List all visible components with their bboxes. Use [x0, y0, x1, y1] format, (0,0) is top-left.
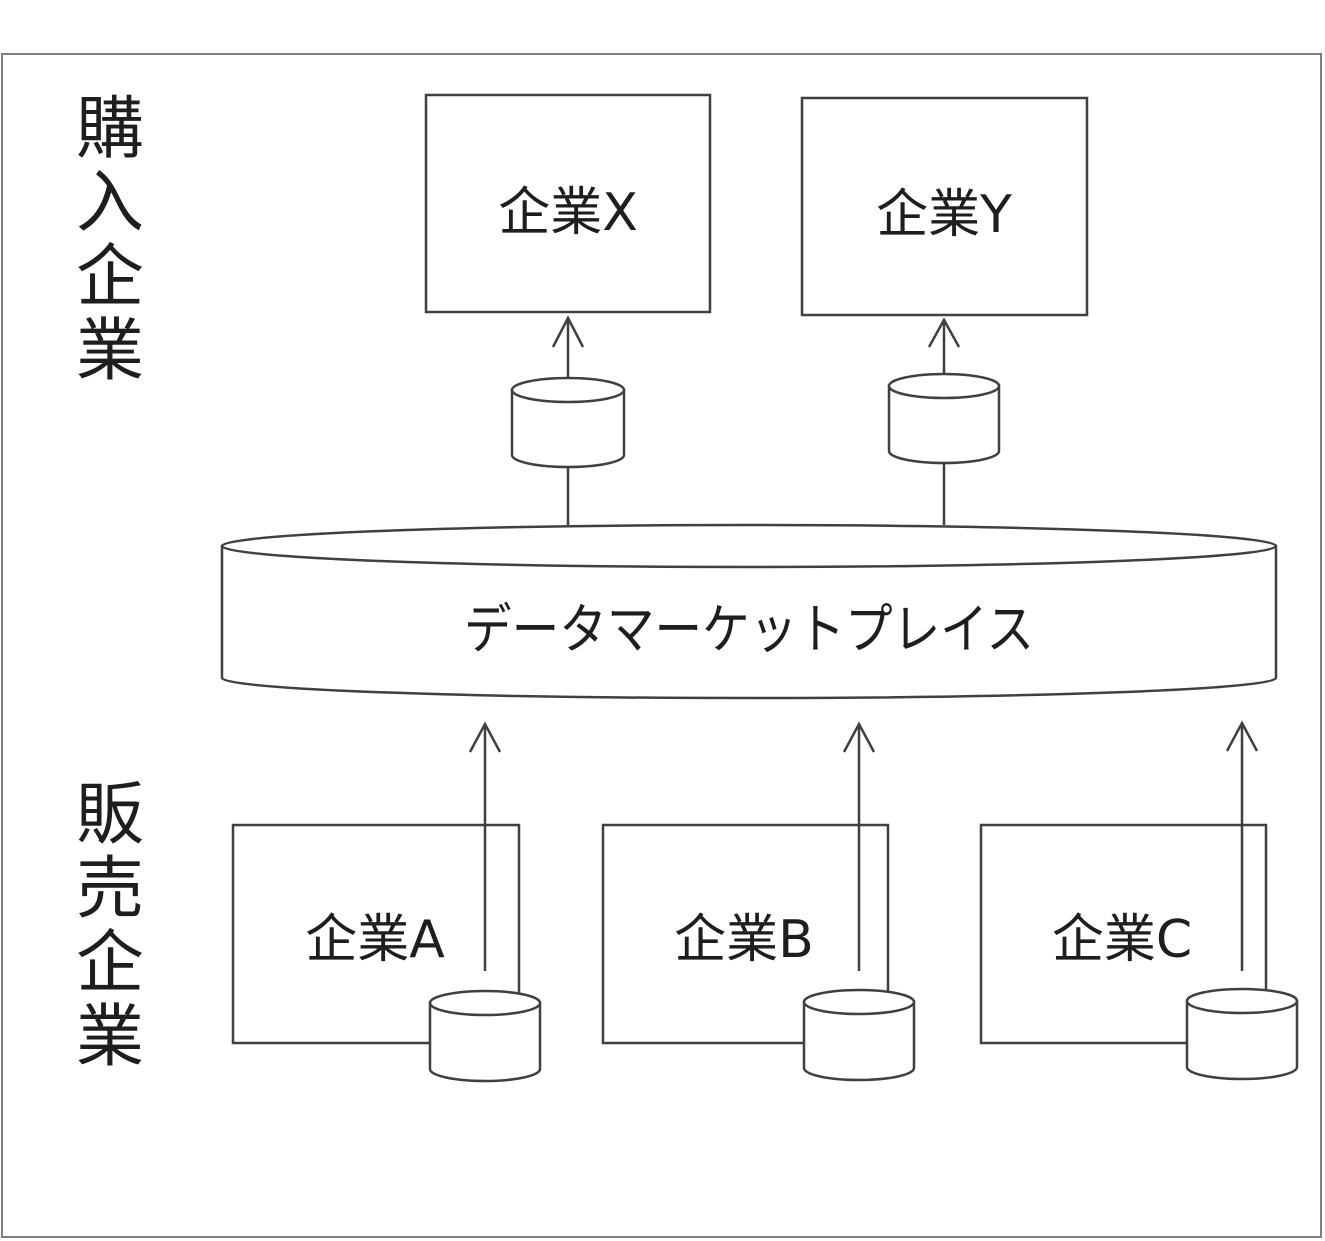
buyers-group-label: 購 入 企 業: [76, 90, 144, 391]
seller-node-c: 企業C: [979, 720, 1299, 1081]
marketplace-top: [220, 523, 1278, 569]
arrow-up-icon: [551, 315, 585, 348]
buyer-node-y: 企業Y: [800, 96, 1089, 317]
company-box: [424, 93, 712, 314]
buyer-node-x: 企業X: [424, 93, 712, 314]
database-icon: [887, 372, 1001, 465]
flow-to-buyer-x: [551, 315, 585, 525]
sellers-label-char: 売: [76, 850, 144, 929]
arrow-up-icon: [468, 721, 502, 753]
sellers-label-char: 販: [76, 776, 144, 855]
marketplace-body: [220, 544, 1278, 700]
company-label: 企業B: [674, 910, 814, 970]
sellers-label-char: 企: [76, 924, 144, 1003]
marketplace-label: データマーケットプレイス: [464, 598, 1034, 661]
sellers-label-char: 業: [76, 998, 144, 1077]
arrow-up-icon: [927, 317, 961, 348]
buyers-label-char: 業: [76, 312, 144, 391]
diagram-frame: [1, 53, 1322, 1238]
buyers-label-char: 入: [76, 164, 144, 243]
buyers-label-char: 企: [76, 238, 144, 317]
database-icon: [802, 988, 916, 1082]
seller-node-a: 企業A: [231, 721, 542, 1083]
sellers-group-label: 販 売 企 業: [76, 776, 144, 1077]
seller-node-b: 企業B: [601, 721, 916, 1082]
database-icon: [428, 989, 542, 1083]
flow-to-buyer-y: [927, 317, 961, 525]
database-icon: [1185, 987, 1299, 1081]
arrow-up-icon: [842, 721, 876, 753]
database-icon: [510, 376, 626, 469]
company-box: [800, 96, 1089, 317]
buyers-label-char: 購: [76, 90, 144, 169]
company-label: 企業X: [498, 183, 638, 243]
data-marketplace: データマーケットプレイス: [220, 523, 1278, 700]
company-label: 企業A: [305, 910, 445, 970]
arrow-up-icon: [1225, 720, 1259, 752]
company-label: 企業C: [1052, 910, 1192, 970]
company-box: [601, 823, 890, 1045]
company-label: 企業Y: [876, 185, 1012, 245]
